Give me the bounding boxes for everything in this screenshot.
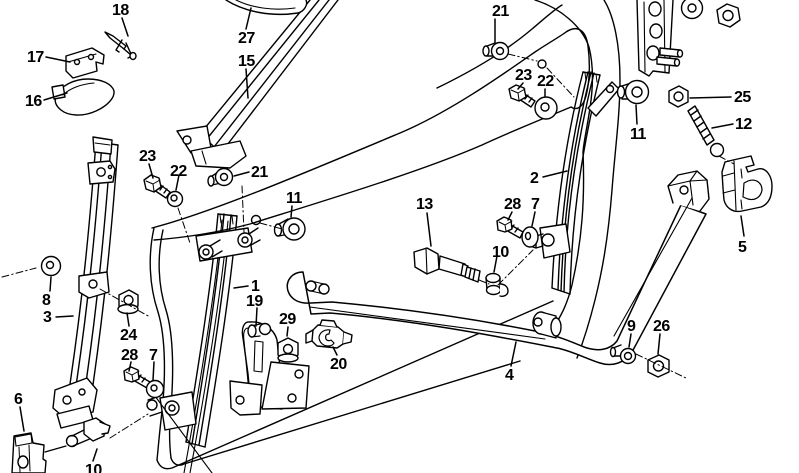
svg-text:1: 1 — [251, 278, 260, 295]
svg-text:22: 22 — [537, 73, 554, 90]
svg-text:24: 24 — [120, 327, 137, 344]
svg-text:28: 28 — [121, 347, 138, 364]
svg-text:28: 28 — [504, 196, 521, 213]
svg-text:22: 22 — [170, 163, 187, 180]
svg-text:29: 29 — [279, 311, 296, 328]
svg-text:23: 23 — [515, 67, 532, 84]
svg-text:27: 27 — [238, 30, 255, 47]
svg-text:15: 15 — [238, 53, 255, 70]
svg-text:10: 10 — [85, 462, 102, 473]
svg-text:8: 8 — [42, 292, 51, 309]
svg-text:11: 11 — [286, 190, 303, 207]
svg-text:6: 6 — [14, 391, 23, 408]
svg-text:17: 17 — [27, 49, 44, 66]
svg-text:7: 7 — [531, 196, 540, 213]
svg-text:11: 11 — [630, 126, 647, 143]
svg-text:7: 7 — [149, 347, 158, 364]
svg-text:2: 2 — [530, 170, 539, 187]
svg-text:3: 3 — [43, 309, 52, 326]
svg-text:16: 16 — [25, 93, 42, 110]
svg-text:19: 19 — [246, 293, 263, 310]
svg-text:25: 25 — [734, 89, 751, 106]
svg-text:21: 21 — [492, 3, 509, 20]
svg-text:26: 26 — [653, 318, 670, 335]
svg-text:13: 13 — [416, 196, 433, 213]
svg-text:18: 18 — [112, 2, 129, 19]
svg-text:12: 12 — [735, 116, 752, 133]
svg-text:9: 9 — [627, 318, 636, 335]
svg-text:20: 20 — [330, 356, 347, 373]
svg-text:4: 4 — [505, 367, 514, 384]
svg-text:21: 21 — [251, 164, 268, 181]
svg-text:23: 23 — [139, 148, 156, 165]
svg-text:5: 5 — [738, 239, 747, 256]
svg-text:10: 10 — [492, 244, 509, 261]
